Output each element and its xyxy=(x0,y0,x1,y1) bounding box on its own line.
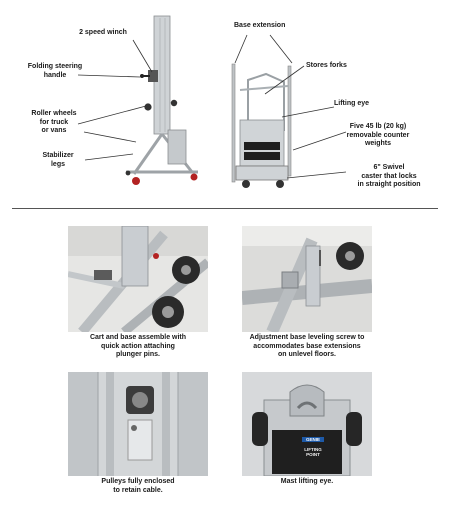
lift-right-illustration xyxy=(231,63,292,188)
photo-lifting-eye: GENIE LIFTING POINT xyxy=(242,372,372,476)
lift-left-illustration xyxy=(125,15,198,185)
caption-pulleys: Pulleys fully enclosed to retain cable. xyxy=(101,478,175,494)
section-divider xyxy=(12,208,438,209)
callout-lifting-eye: Lifting eye xyxy=(334,100,370,107)
badge-text: LIFTING POINT xyxy=(304,447,322,457)
callout-roller-wheels: Roller wheels for truck or vans xyxy=(31,110,77,134)
callout-steering-handle: Folding steering handle xyxy=(27,63,83,79)
callout-stabilizer-legs: Stabilizer legs xyxy=(42,152,74,168)
caption-cart-base: Cart and base assemble with quick action… xyxy=(89,334,187,358)
callout-leader-lines xyxy=(77,34,347,179)
caption-leveling-screw: Adjustment base leveling screw to accomm… xyxy=(249,334,365,358)
callout-swivel-caster: 6" Swivel caster that locks in straight … xyxy=(357,164,421,188)
photo-pulleys xyxy=(68,372,208,476)
badge-brand: GENIE xyxy=(302,437,324,442)
caption-lifting-eye: Mast lifting eye. xyxy=(280,478,334,485)
callout-winch: 2 speed winch xyxy=(79,29,127,36)
lifting-point-badge: GENIE LIFTING POINT xyxy=(298,432,328,457)
photo-cart-base xyxy=(68,226,208,332)
callout-counter-weights: Five 45 lb (20 kg) removable counter wei… xyxy=(346,123,410,147)
callout-base-extension: Base extension xyxy=(234,22,286,29)
photo-leveling-screw xyxy=(242,226,372,332)
callout-stores-forks: Stores forks xyxy=(306,62,347,69)
